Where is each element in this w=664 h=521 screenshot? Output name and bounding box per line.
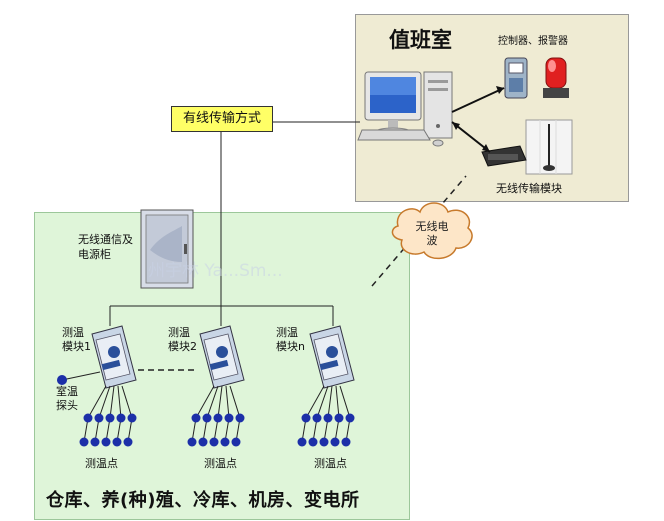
wireless-dashed-link: [371, 175, 467, 287]
probe-dot: [116, 413, 126, 423]
radio-wave-cloud-icon: [391, 202, 473, 260]
probe-dot: [198, 437, 208, 447]
measure-point-label-2: 测温点: [204, 457, 237, 470]
cabinet-label: 无线通信及电源柜: [78, 233, 133, 261]
probe-dot: [202, 413, 212, 423]
probe-dot: [341, 437, 351, 447]
probe-dot: [308, 437, 318, 447]
module-n-label: 测温模块n: [276, 326, 305, 353]
probe-dot: [79, 437, 89, 447]
probe-dot: [191, 413, 201, 423]
computer-icon: [357, 71, 453, 147]
probe-dot: [187, 437, 197, 447]
room-probe-label: 室温探头: [56, 385, 78, 412]
probe-dot: [297, 437, 307, 447]
wireless-module-icon: [481, 119, 573, 175]
probe-dot: [235, 413, 245, 423]
probe-dot: [105, 413, 115, 423]
probe-dot: [224, 413, 234, 423]
module-1-label: 测温模块1: [62, 326, 91, 353]
probe-dot: [301, 413, 311, 423]
controller-icon: [504, 57, 528, 99]
probe-dot: [323, 413, 333, 423]
measure-point-label-1: 测温点: [85, 457, 118, 470]
temperature-module-icon: [309, 325, 355, 389]
wired-transmission-box: 有线传输方式: [171, 106, 273, 132]
probe-dot: [231, 437, 241, 447]
module-2-label: 测温模块2: [168, 326, 197, 353]
probe-dot: [127, 413, 137, 423]
measure-point-label-3: 测温点: [314, 457, 347, 470]
alarm-icon: [543, 57, 569, 98]
probe-dot: [319, 437, 329, 447]
probe-dot: [112, 437, 122, 447]
site-types-caption: 仓库、养(种)殖、冷库、机房、变电所: [46, 490, 360, 511]
room-probe-dot: [57, 375, 67, 385]
probe-dot: [101, 437, 111, 447]
temperature-module-icon: [199, 325, 245, 389]
probe-dot: [123, 437, 133, 447]
probe-dot: [334, 413, 344, 423]
probe-dot: [94, 413, 104, 423]
temperature-module-icon: [91, 325, 137, 389]
probe-dot: [209, 437, 219, 447]
probe-dot: [213, 413, 223, 423]
wireless-wave-label: 无线电波: [415, 220, 449, 247]
probe-dot: [330, 437, 340, 447]
duty-room-title: 值班室: [389, 28, 452, 52]
probe-dot: [345, 413, 355, 423]
watermark: 州宇林 Ya...Sm...: [148, 261, 283, 281]
power-cabinet-icon: [140, 209, 194, 289]
probe-dot: [83, 413, 93, 423]
controller-alarm-label: 控制器、报警器: [498, 36, 568, 47]
probe-dot: [90, 437, 100, 447]
probe-dot: [312, 413, 322, 423]
probe-dot: [220, 437, 230, 447]
wireless-module-label: 无线传输模块: [496, 182, 562, 195]
